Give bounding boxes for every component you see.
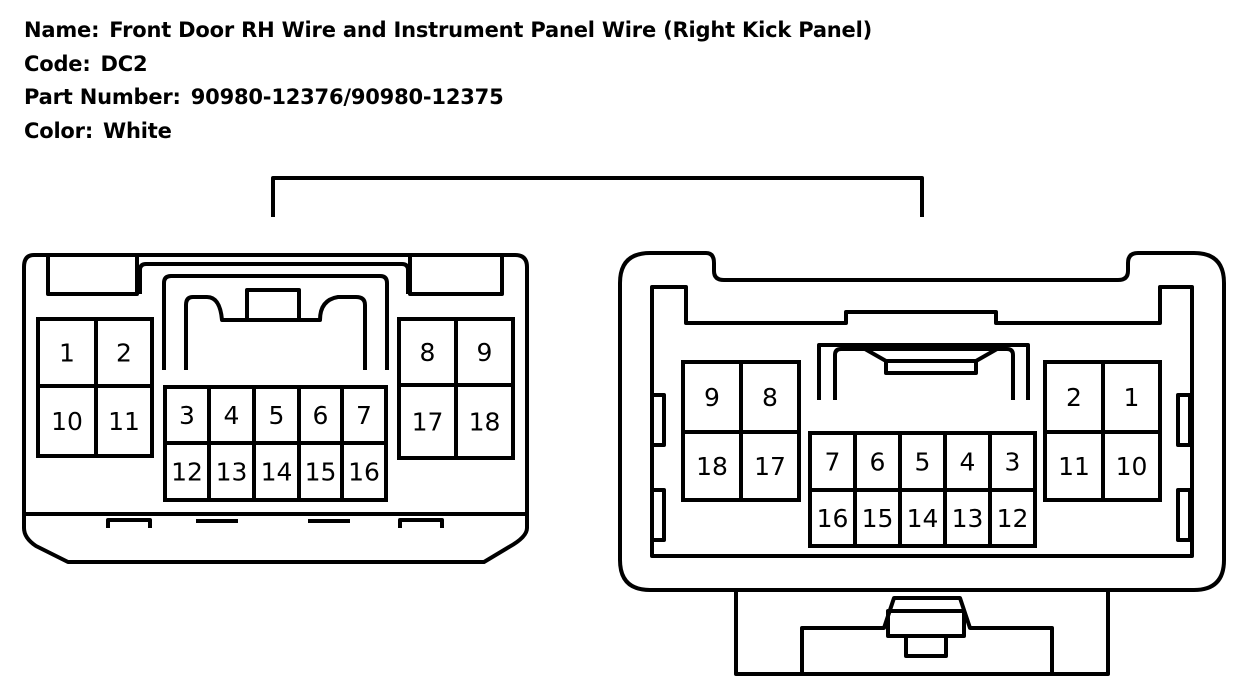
right-connector-inner-frame: [650, 285, 1194, 558]
right-pin-number: 12: [997, 504, 1029, 533]
left-pin-number: 5: [269, 401, 285, 430]
right-connector-center-key: [817, 343, 1030, 400]
right-pin-cavity: [739, 360, 801, 434]
left-pin-number: 10: [51, 407, 83, 436]
right-connector-side-notch: [650, 488, 666, 542]
color-row: Color: White: [24, 115, 872, 149]
right-pin-number: 4: [960, 448, 976, 477]
right-pin-number: 3: [1005, 448, 1021, 477]
right-connector: [618, 251, 1226, 676]
right-pin-cavity: [739, 430, 801, 502]
part-number-value: 90980-12376/90980-12375: [190, 85, 504, 109]
color-value: White: [103, 118, 172, 143]
left-pin-number: 2: [116, 339, 132, 368]
left-pin-number: 3: [179, 401, 195, 430]
right-connector-lock-housing: [800, 596, 1054, 674]
name-label: Name:: [24, 18, 100, 42]
right-pin-number: 10: [1116, 452, 1148, 481]
left-pin-number: 15: [305, 458, 337, 487]
left-pin-cavity: [454, 383, 515, 460]
right-connector-body: [618, 251, 1226, 592]
part-number-row: Part Number: 90980-12376/90980-12375: [24, 81, 872, 115]
code-row: Code: DC2: [24, 48, 872, 82]
left-connector-body: [22, 253, 529, 564]
left-pin-number: 18: [469, 408, 501, 437]
left-pin-number: 17: [412, 408, 444, 437]
name-value: Front Door RH Wire and Instrument Panel …: [109, 18, 872, 42]
left-pin-cavity: [94, 317, 154, 388]
right-connector-side-notch: [1176, 488, 1192, 542]
right-pin-number: 14: [907, 504, 939, 533]
right-pin-number: 6: [870, 448, 886, 477]
right-pin-number: 11: [1058, 452, 1090, 481]
right-pin-number: 17: [754, 452, 786, 481]
left-connector-bottom-clip: [398, 518, 444, 528]
part-number-label: Part Number:: [24, 85, 181, 109]
left-pin-number: 6: [313, 401, 329, 430]
left-pin-number: 8: [420, 338, 436, 367]
right-pin-cavity: [853, 488, 902, 548]
left-connector-shoulder: [408, 255, 504, 296]
connector-info: Name: Front Door RH Wire and Instrument P…: [24, 14, 872, 148]
left-pin-number: 7: [356, 401, 372, 430]
right-pin-number: 1: [1124, 383, 1140, 412]
color-label: Color:: [24, 118, 94, 143]
left-connector-latch-arm: [162, 274, 389, 370]
right-pin-number: 5: [915, 448, 931, 477]
right-pin-number: 16: [817, 504, 849, 533]
right-pin-cavity: [988, 488, 1037, 548]
code-label: Code:: [24, 51, 91, 76]
left-pin-cavity: [340, 441, 388, 502]
left-pin-number: 12: [171, 458, 203, 487]
left-connector-shoulder: [46, 255, 139, 296]
right-pin-cavity: [898, 488, 947, 548]
left-pin-number: 14: [261, 458, 293, 487]
left-connector: [22, 253, 529, 564]
left-connector-bottom-clip: [106, 518, 152, 528]
left-pin-number: 11: [108, 407, 140, 436]
left-pin-number: 4: [224, 401, 240, 430]
right-pin-cavity: [1101, 360, 1162, 434]
right-pin-number: 18: [696, 452, 728, 481]
left-pin-cavity: [252, 441, 301, 502]
right-pin-number: 9: [704, 383, 720, 412]
left-pin-number: 13: [216, 458, 248, 487]
name-row: Name: Front Door RH Wire and Instrument P…: [24, 14, 872, 48]
right-pin-cavity: [1101, 430, 1162, 502]
left-pin-number: 1: [59, 339, 75, 368]
right-connector-side-notch: [650, 393, 666, 447]
left-connector-latch-tab: [245, 288, 301, 322]
left-pin-number: 16: [348, 458, 380, 487]
right-connector-side-notch: [1176, 393, 1192, 447]
left-connector-latch: [138, 262, 410, 294]
mating-bracket: [271, 176, 924, 217]
right-pin-number: 7: [825, 448, 841, 477]
right-pin-number: 15: [862, 504, 894, 533]
right-pin-cavity: [681, 360, 743, 434]
left-pin-cavity: [207, 441, 256, 502]
right-connector-lock-tab: [904, 634, 948, 658]
right-connector-lock-tab: [886, 609, 966, 638]
left-pin-cavity: [454, 317, 515, 387]
right-connector-lock-housing: [734, 590, 1110, 676]
right-connector-center-key: [833, 347, 1015, 400]
left-pin-cavity: [94, 384, 154, 458]
code-value: DC2: [100, 51, 148, 76]
right-pin-number: 2: [1066, 383, 1082, 412]
right-pin-number: 13: [952, 504, 984, 533]
right-pin-number: 8: [762, 383, 778, 412]
right-pin-cavity: [943, 488, 992, 548]
left-connector-latch-arm: [184, 295, 367, 370]
left-pin-number: 9: [477, 338, 493, 367]
right-pin-cavity: [1043, 360, 1105, 434]
right-pin-cavity: [808, 488, 857, 548]
right-connector-center-key-tab: [884, 359, 978, 375]
